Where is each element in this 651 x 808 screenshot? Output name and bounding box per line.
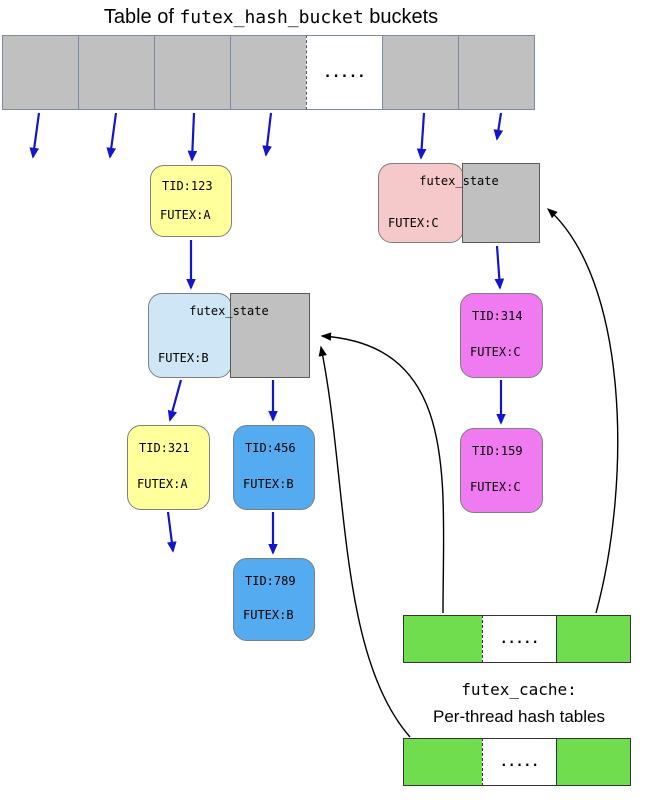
arrow-futex-state-c-to-tid314 <box>494 245 505 290</box>
arrow-bucket-0 <box>29 112 41 159</box>
futex-label: FUTEX:A <box>137 477 188 491</box>
tid-label: TID:789 <box>245 574 296 588</box>
cache-cell <box>556 615 631 663</box>
node-tid-321: TID:321 FUTEX:A <box>127 425 210 510</box>
bucket-cell <box>382 35 459 110</box>
node-futex-state-b: futex_state FUTEX:B <box>148 293 310 378</box>
bucket-cell <box>230 35 307 110</box>
futex-state-title: futex_state <box>419 174 499 188</box>
futex-label: FUTEX:B <box>158 351 209 365</box>
arrow-tid321-down <box>166 511 177 553</box>
bucket-cell <box>2 35 79 110</box>
cache-cell-ellipsis: ..... <box>482 615 557 663</box>
node-futex-state-c: futex_state FUTEX:C <box>378 163 540 243</box>
tid-label: TID:314 <box>472 309 523 323</box>
arrow-bucket-2-to-tid123 <box>187 112 198 162</box>
curve-cache1-to-futex-state-b <box>320 332 445 614</box>
futex-label: FUTEX:C <box>470 480 521 494</box>
futex-cache-table-2: ..... <box>403 738 631 786</box>
bucket-cell <box>78 35 155 110</box>
futex-state-c-body <box>378 163 464 243</box>
diagram-title: Table of futex_hash_bucket buckets <box>0 6 542 29</box>
futex-label: FUTEX:C <box>388 216 439 230</box>
bucket-cell <box>458 35 535 110</box>
futex-state-b-private-box <box>230 293 310 378</box>
cache-cell <box>403 738 483 786</box>
futex-label: FUTEX:B <box>243 608 294 622</box>
futex-label: FUTEX:C <box>470 345 521 359</box>
title-code: futex_hash_bucket <box>179 7 364 28</box>
cache-cell <box>556 738 631 786</box>
futex-cache-table-1: ..... <box>403 615 631 663</box>
cache-cell-ellipsis: ..... <box>482 738 557 786</box>
arrow-bucket-1 <box>106 112 118 159</box>
bucket-cell-ellipsis: ..... <box>306 35 383 110</box>
node-tid-123: TID:123 FUTEX:A <box>150 165 232 237</box>
futex-state-c-private-box <box>462 163 540 243</box>
futex-state-title: futex_state <box>189 304 269 318</box>
arrow-futex-state-b-to-tid321 <box>167 379 183 422</box>
cache-cell <box>403 615 483 663</box>
tid-label: TID:321 <box>139 441 190 455</box>
arrow-bucket-3 <box>262 112 273 157</box>
node-tid-456: TID:456 FUTEX:B <box>233 425 315 510</box>
futex-cache-label-text: Per-thread hash tables <box>433 707 605 726</box>
futex-label: FUTEX:A <box>160 208 211 222</box>
node-tid-314: TID:314 FUTEX:C <box>460 293 543 378</box>
futex-hash-bucket-table: ..... <box>2 35 535 110</box>
node-tid-159: TID:159 FUTEX:C <box>460 428 543 513</box>
futex-state-b-body <box>148 293 232 378</box>
tid-label: TID:123 <box>162 179 213 193</box>
futex-cache-label: futex_cache: Per-thread hash tables <box>398 676 640 730</box>
node-tid-789: TID:789 FUTEX:B <box>233 558 315 641</box>
title-prefix: Table of <box>103 6 180 28</box>
arrow-bucket-6 <box>493 112 504 141</box>
tid-label: TID:159 <box>472 444 523 458</box>
curve-cache2-to-futex-state-b <box>318 345 411 738</box>
futex-label: FUTEX:B <box>243 477 294 491</box>
arrow-bucket-5-to-futex-state-c <box>416 112 427 160</box>
bucket-cell <box>154 35 231 110</box>
tid-label: TID:456 <box>245 441 296 455</box>
curve-cache1-to-futex-state-c <box>546 208 619 614</box>
futex-cache-label-code: futex_cache: <box>461 680 577 699</box>
title-suffix: buckets <box>363 6 439 28</box>
